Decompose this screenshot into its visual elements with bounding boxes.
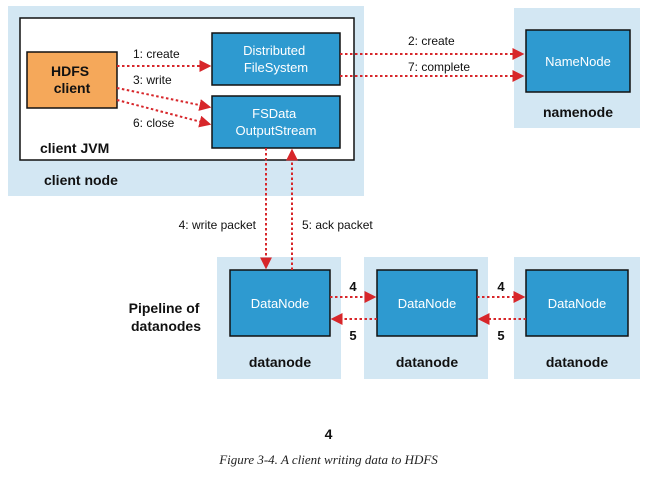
datanode-box-3: [525, 269, 629, 337]
pipeline-label-line2: datanodes: [131, 318, 201, 334]
dn3-dn2-ack-label: 5: [497, 328, 504, 343]
svg-text:FSData OutputStream: FSData OutputStream: [236, 106, 317, 138]
datanode-label-2: datanode: [396, 354, 458, 370]
datanode-label-3: datanode: [546, 354, 608, 370]
step-ack-packet-label: 5: ack packet: [302, 218, 373, 232]
client-jvm-label: client JVM: [40, 140, 109, 156]
namenode-box-label: NameNode: [545, 54, 611, 69]
hdfs-client-box: [26, 51, 118, 109]
hdfs-write-diagram: HDFS client Distributed FileSystem FSDat…: [8, 6, 640, 379]
distributed-filesystem-label-line2: FileSystem: [244, 60, 308, 75]
dn2-dn1-ack-label: 5: [349, 328, 356, 343]
datanode-box-label-2: DataNode: [398, 296, 457, 311]
distributed-filesystem-label-line1: Distributed: [243, 43, 305, 58]
datanode-label-1: datanode: [249, 354, 311, 370]
distributed-filesystem-box: [211, 32, 341, 86]
datanode-box-1: [229, 269, 331, 337]
fsdata-outputstream-label-line1: FSData: [252, 106, 297, 121]
svg-text:Distributed FileSystem: Distributed FileSystem: [243, 43, 309, 75]
namenode-box: [525, 29, 631, 93]
page-number: 4: [324, 426, 333, 442]
datanode-box-label-3: DataNode: [548, 296, 607, 311]
step-write-packet-label: 4: write packet: [179, 218, 257, 232]
datanode-box-label-1: DataNode: [251, 296, 310, 311]
datanode-box-2: [376, 269, 478, 337]
arrow-close: [116, 99, 212, 128]
hdfs-client-label-line2: client: [54, 80, 91, 96]
step-create-fs-label: 1: create: [133, 47, 180, 61]
fsdata-outputstream-label-line2: OutputStream: [236, 123, 317, 138]
step-complete-label: 7: complete: [408, 60, 470, 74]
namenode-label: namenode: [543, 104, 613, 120]
svg-text:Pipeline of datanodes: Pipeline of datanodes: [129, 300, 204, 334]
step-create-nn-label: 2: create: [408, 34, 455, 48]
fsdata-outputstream-box: [211, 95, 341, 149]
dn1-dn2-forward-label: 4: [349, 279, 357, 294]
step-write-label: 3: write: [133, 73, 172, 87]
client-node-label: client node: [44, 172, 118, 188]
dn2-dn3-forward-label: 4: [497, 279, 505, 294]
figure-caption: Figure 3-4. A client writing data to HDF…: [219, 452, 438, 467]
step-close-label: 6: close: [133, 116, 175, 130]
hdfs-client-label-line1: HDFS: [51, 63, 89, 79]
svg-text:HDFS client: HDFS client: [51, 63, 93, 96]
pipeline-label-line1: Pipeline of: [129, 300, 200, 316]
arrow-write: [116, 87, 212, 111]
